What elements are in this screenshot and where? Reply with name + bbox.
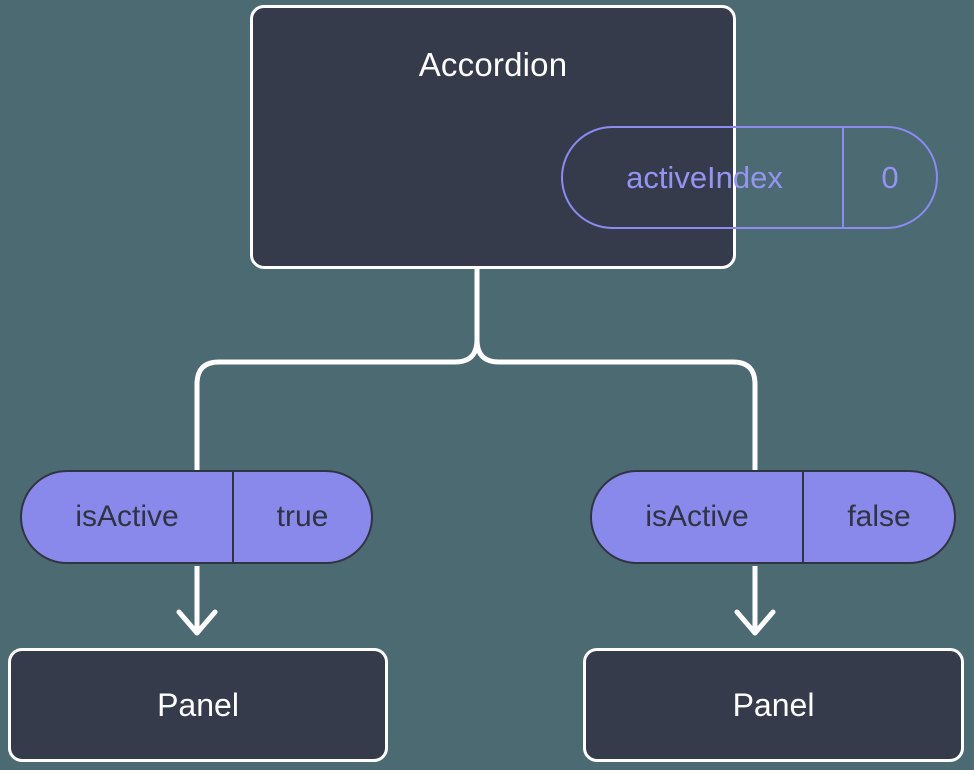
left-panel-component-node[interactable]: Panel	[8, 648, 388, 762]
active-index-state-pill[interactable]: activeIndex 0	[561, 126, 938, 229]
left-panel-title: Panel	[157, 687, 239, 723]
right-is-active-prop-pill[interactable]: isActive false	[590, 470, 956, 564]
active-index-key: activeIndex	[626, 160, 783, 195]
accordion-component-node[interactable]: Accordion activeIndex 0	[250, 5, 938, 269]
left-is-active-prop-pill[interactable]: isActive true	[20, 470, 373, 564]
active-index-value: 0	[842, 128, 936, 227]
right-panel-component-node[interactable]: Panel	[583, 648, 964, 762]
right-is-active-key: isActive	[645, 500, 749, 533]
right-is-active-value: false	[802, 472, 954, 562]
accordion-title: Accordion	[418, 46, 568, 83]
right-panel-title: Panel	[732, 687, 815, 723]
left-is-active-value: true	[232, 472, 371, 562]
left-is-active-key: isActive	[75, 500, 179, 533]
